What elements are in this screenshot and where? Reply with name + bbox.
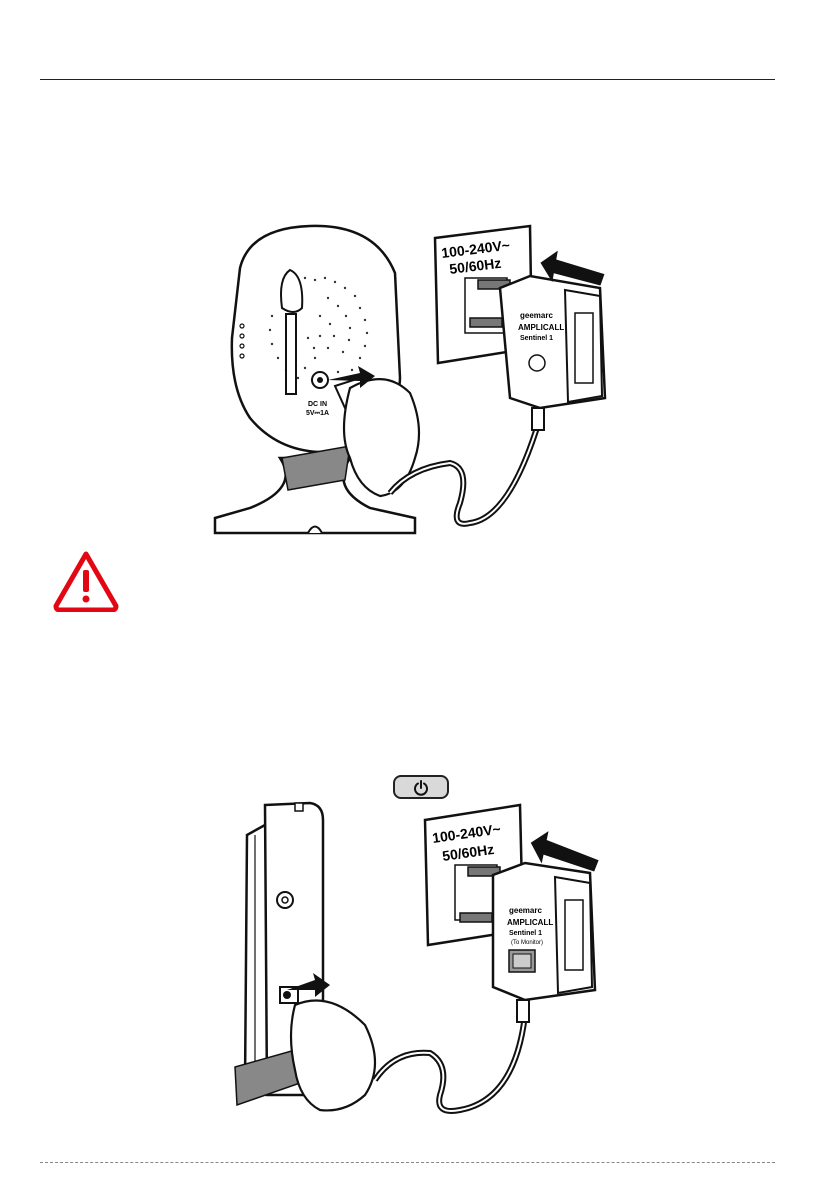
adapter-brand: geemarc: [520, 311, 553, 320]
adapter-model: Sentinel 1: [509, 930, 542, 937]
adapter-product: AMPLICALL: [518, 323, 564, 332]
dc-rating-label: 5V⎓1A: [306, 410, 329, 417]
dc-in-label: DC IN: [308, 401, 327, 408]
header-rule: [40, 79, 775, 80]
monitor-power-illustration: 100-240V~ 50/60Hz geemarc AMPLICALL Sent…: [225, 795, 625, 1115]
adapter-brand: geemarc: [509, 906, 542, 915]
adapter-model: Sentinel 1: [520, 335, 553, 342]
power-icon: [413, 780, 429, 796]
warning-triangle-icon: [52, 550, 120, 612]
footer-rule: [40, 1162, 775, 1163]
hand-drawing: [291, 1001, 375, 1111]
adapter-target: (To Monitor): [511, 940, 543, 946]
camera-power-illustration: DC IN 5V⎓1A 100-240V~ 50/60Hz geemarc AM…: [210, 218, 630, 538]
adapter-product: AMPLICALL: [507, 918, 553, 927]
